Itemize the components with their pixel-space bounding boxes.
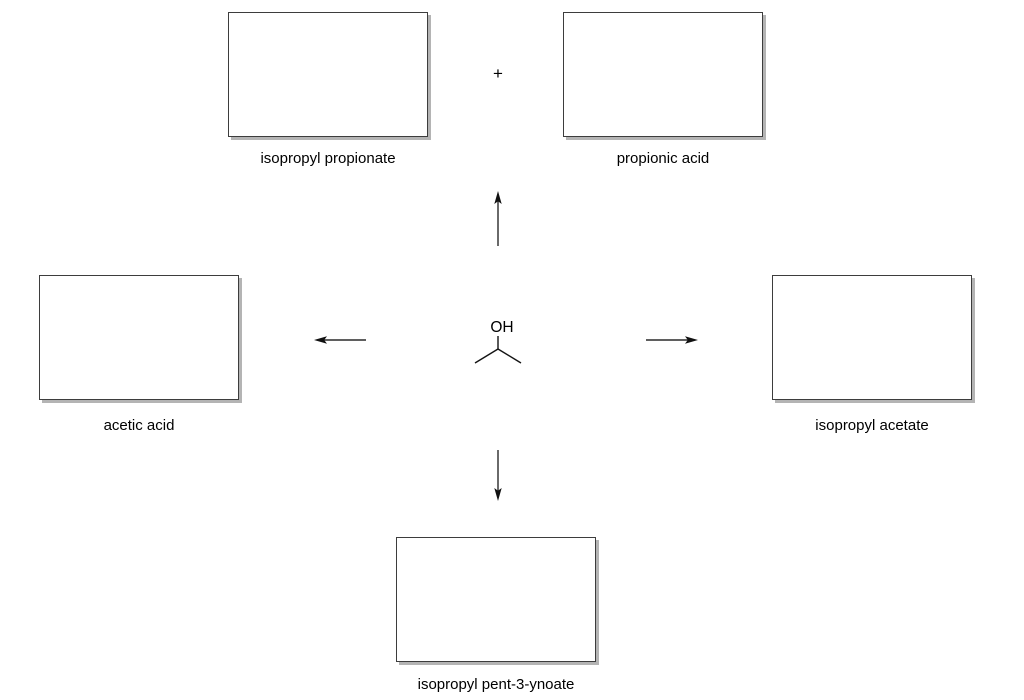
compound-label-top-right: propionic acid — [616, 150, 710, 167]
arrow-right-icon — [646, 336, 698, 344]
compound-label-top-left: isopropyl propionate — [260, 150, 396, 167]
answer-box-right[interactable] — [772, 275, 972, 400]
arrow-up-icon — [494, 191, 502, 246]
arrow-left-icon — [314, 336, 366, 344]
answer-box-bottom[interactable] — [396, 537, 596, 662]
compound-label-left: acetic acid — [103, 417, 175, 434]
hydroxyl-label: OH — [490, 319, 513, 336]
arrow-down-icon — [494, 450, 502, 501]
plus-sign: + — [493, 64, 503, 83]
answer-box-left[interactable] — [39, 275, 239, 400]
answer-box-top-right[interactable] — [563, 12, 763, 137]
answer-box-top-left[interactable] — [228, 12, 428, 137]
isopropanol-structure: OH — [474, 319, 522, 364]
compound-label-bottom: isopropyl pent-3-ynoate — [417, 676, 575, 693]
compound-label-right: isopropyl acetate — [815, 417, 929, 434]
